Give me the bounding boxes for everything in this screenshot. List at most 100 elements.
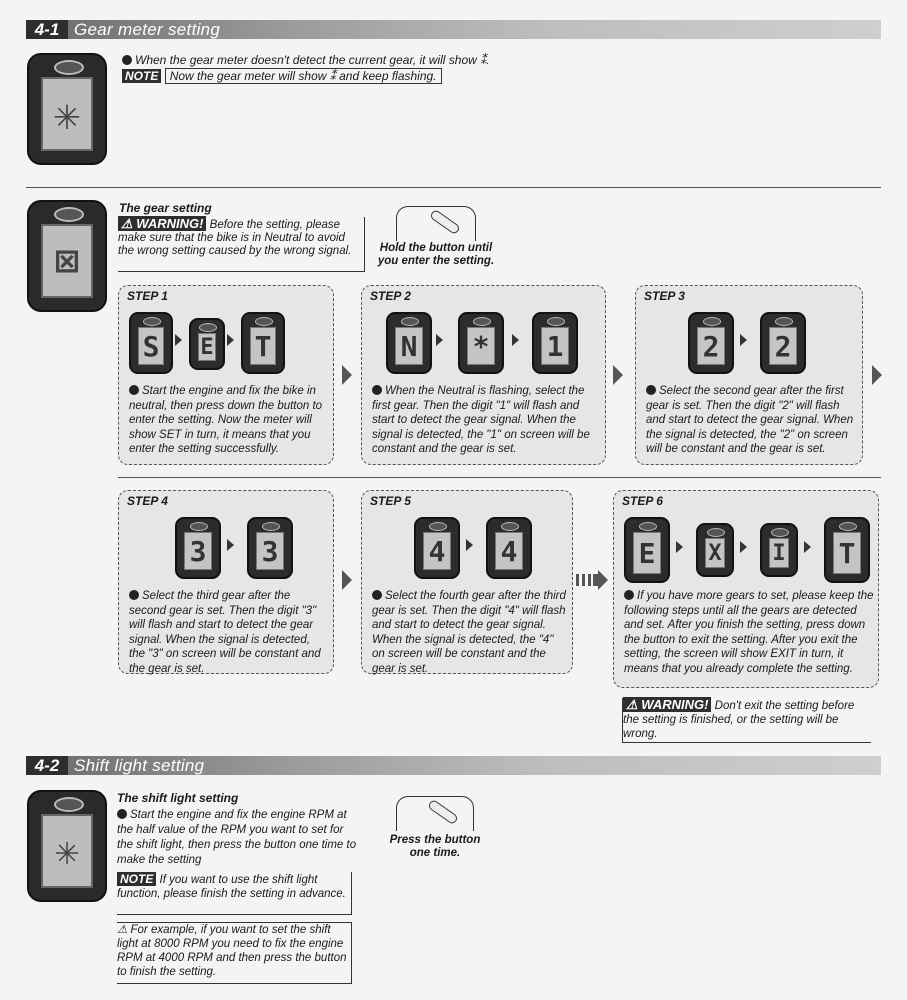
note-tag: NOTE xyxy=(122,69,162,83)
section-header-4-2: 4-2 Shift light setting xyxy=(26,756,881,775)
press-button-image xyxy=(396,796,474,831)
display-char: 4 xyxy=(423,532,451,570)
shift-light-description: Start the engine and fix the engine RPM … xyxy=(117,808,359,868)
gear-meter-description: When the gear meter doesn't detect the c… xyxy=(122,53,490,67)
arrow-icon xyxy=(227,334,234,346)
step-label: STEP 4 xyxy=(127,494,168,508)
step-text: Start the engine and fix the bike in neu… xyxy=(129,385,323,455)
gear-setting-meter-image: ⊠ xyxy=(27,200,107,312)
arrow-icon xyxy=(175,334,182,346)
unknown-gear-symbol: ⁑ xyxy=(480,53,487,67)
display-char: E xyxy=(633,532,661,574)
step-text: Select the fourth gear after the third g… xyxy=(372,590,566,675)
arrow-icon xyxy=(740,541,747,553)
finger-icon xyxy=(427,798,459,826)
meter-button-icon xyxy=(54,207,84,222)
arrow-icon xyxy=(227,539,234,551)
step-arrow-icon xyxy=(342,570,352,590)
step-label: STEP 2 xyxy=(370,289,411,303)
hold-button-image xyxy=(396,206,476,241)
note-box: Now the gear meter will show ⁑ and keep … xyxy=(164,68,442,84)
gear-setting-warning: ⚠ WARNING! Before the setting, please ma… xyxy=(118,216,365,272)
warning-label: WARNING! xyxy=(641,697,709,712)
arrow-icon xyxy=(436,334,443,346)
big-arrow-icon xyxy=(576,568,610,592)
arrow-icon xyxy=(466,539,473,551)
display-char: 1 xyxy=(541,327,569,365)
steps-divider xyxy=(118,477,881,478)
step-display: E xyxy=(189,318,225,370)
step-display: 4 xyxy=(486,517,532,579)
example-text: For example, if you want to set the shif… xyxy=(117,924,347,978)
arrow-icon xyxy=(676,541,683,553)
step-display: 3 xyxy=(247,517,293,579)
gear-meter-note: NOTE Now the gear meter will show ⁑ and … xyxy=(122,68,442,84)
display-char: E xyxy=(198,333,216,361)
step-display: S xyxy=(129,312,173,374)
display-char: 3 xyxy=(184,532,212,570)
step-display: I xyxy=(760,523,798,577)
gear-meter-image: ✳ xyxy=(27,53,107,165)
display-char: 4 xyxy=(495,532,523,570)
warning-text: Before the setting, please make sure tha… xyxy=(118,219,352,257)
note-text: Now the gear meter will show xyxy=(169,69,327,83)
meter-button-icon xyxy=(54,797,84,812)
step-display: 2 xyxy=(760,312,806,374)
step-display: 4 xyxy=(414,517,460,579)
note-text: If you want to use the shift light funct… xyxy=(117,874,346,900)
section-title: Gear meter setting xyxy=(74,20,221,39)
finger-icon xyxy=(429,208,461,236)
arrow-icon xyxy=(512,334,519,346)
step-display: T xyxy=(241,312,285,374)
meter-screen: ⊠ xyxy=(41,224,93,298)
display-char: 3 xyxy=(256,532,284,570)
section-number: 4-2 xyxy=(26,756,68,775)
arrow-icon xyxy=(740,334,747,346)
section-number: 4-1 xyxy=(26,20,68,39)
bullet-icon xyxy=(122,55,132,65)
step-label: STEP 5 xyxy=(370,494,411,508)
shift-light-text: Start the engine and fix the engine RPM … xyxy=(117,809,357,866)
step-1-card: STEP 1 S E T Start the engine and fix th… xyxy=(118,285,334,465)
step-text: When the Neutral is flashing, select the… xyxy=(372,385,590,455)
display-char: 2 xyxy=(769,327,797,365)
exit-warning: ⚠ WARNING! Don't exit the setting before… xyxy=(622,697,871,743)
display-char: X xyxy=(705,538,725,568)
step-text: Select the second gear after the first g… xyxy=(646,385,854,455)
step-display: X xyxy=(696,523,734,577)
section-header-4-1: 4-1 Gear meter setting xyxy=(26,20,881,39)
note-text-end: and keep flashing. xyxy=(339,69,437,83)
step-3-card: STEP 3 2 2 Select the second gear after … xyxy=(635,285,863,465)
display-char: I xyxy=(769,538,789,568)
warning-tag: ⚠ WARNING! xyxy=(623,697,712,712)
warning-tag: ⚠ WARNING! xyxy=(118,216,207,231)
step-display: 3 xyxy=(175,517,221,579)
shift-light-example: ⚠ For example, if you want to set the sh… xyxy=(117,922,352,984)
step-display: 2 xyxy=(688,312,734,374)
gear-setting-heading: The gear setting xyxy=(119,201,212,215)
step-display: 1 xyxy=(532,312,578,374)
step-text: Select the third gear after the second g… xyxy=(129,590,321,675)
display-char: N xyxy=(395,327,423,365)
warning-label: WARNING! xyxy=(136,216,204,231)
arrow-icon xyxy=(804,541,811,553)
step-display: T xyxy=(824,517,870,583)
note-tag: NOTE xyxy=(117,872,157,886)
shift-light-meter-image: ✳ xyxy=(27,790,107,902)
step-label: STEP 6 xyxy=(622,494,663,508)
step-arrow-icon xyxy=(613,365,623,385)
meter-button-icon xyxy=(54,60,84,75)
step-label: STEP 1 xyxy=(127,289,168,303)
shift-light-note: NOTE If you want to use the shift light … xyxy=(117,872,352,915)
press-button-caption: Press the button one time. xyxy=(389,834,481,859)
gear-meter-text: When the gear meter doesn't detect the c… xyxy=(135,53,477,67)
meter-screen: ✳ xyxy=(41,814,93,888)
display-char: T xyxy=(833,532,861,574)
shift-light-heading: The shift light setting xyxy=(117,791,239,805)
bullet-icon xyxy=(117,809,127,819)
display-char: 2 xyxy=(697,327,725,365)
step-2-card: STEP 2 N * 1 When the Neutral is flashin… xyxy=(361,285,606,465)
step-arrow-icon xyxy=(872,365,882,385)
unknown-gear-symbol-note: ⁑ xyxy=(329,69,336,83)
caution-icon: ⚠ xyxy=(117,924,128,936)
